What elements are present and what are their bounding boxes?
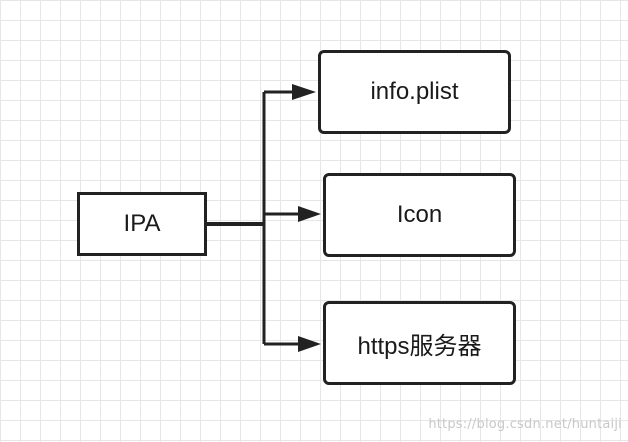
arrowhead-https-server bbox=[298, 336, 321, 352]
node-info-plist[interactable]: info.plist bbox=[318, 50, 511, 134]
node-ipa-label: IPA bbox=[123, 210, 161, 237]
node-icon[interactable]: Icon bbox=[323, 173, 516, 257]
node-https-server-label: https服务器 bbox=[357, 332, 482, 360]
node-icon-label: Icon bbox=[396, 201, 443, 228]
node-ipa[interactable]: IPA bbox=[77, 192, 207, 256]
watermark-text: https://blog.csdn.net/huntaiji bbox=[428, 417, 622, 432]
arrowhead-info-plist bbox=[292, 84, 316, 100]
arrowhead-icon bbox=[298, 206, 321, 222]
node-info-plist-label: info.plist bbox=[370, 78, 459, 105]
node-https-server[interactable]: https服务器 bbox=[323, 301, 516, 385]
